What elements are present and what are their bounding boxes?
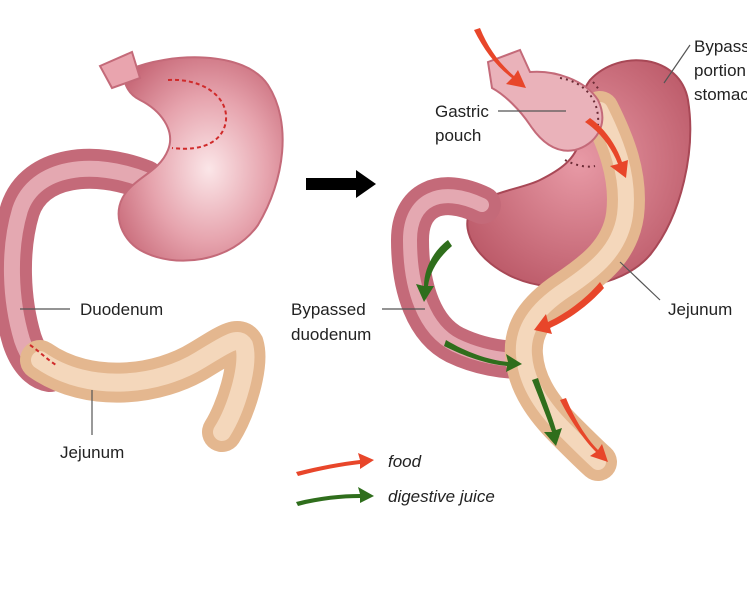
stomach [117, 56, 284, 262]
legend-juice-label: digestive juice [388, 487, 495, 506]
food-flow-arrows [474, 28, 628, 462]
label-bypassed-duodenum-line2: duodenum [291, 325, 371, 344]
esophagus [98, 50, 142, 90]
pouch-cut-line [167, 78, 228, 150]
legend-food-arrow [296, 453, 374, 476]
legend-juice-arrow [296, 487, 374, 506]
label-gastric-pouch-line1: Gastric [435, 102, 489, 121]
label-bypassed-duodenum-line1: Bypassed [291, 300, 366, 319]
duodenum-jejunum-junction [29, 344, 57, 366]
transition-arrow [306, 170, 376, 198]
label-gastric-pouch-line2: pouch [435, 126, 481, 145]
label-bypassed-stomach-line2: portion of [694, 61, 747, 80]
staple-line-pouch [559, 77, 600, 126]
label-jejunum-left: Jejunum [60, 443, 124, 462]
legend-food-label: food [388, 452, 422, 471]
juice-flow-arrows [416, 240, 562, 446]
label-bypassed-stomach-line3: stomach [694, 85, 747, 104]
label-bypassed-stomach-line1: Bypassed [694, 37, 747, 56]
legend: food digestive juice [296, 452, 495, 506]
normal-anatomy [0, 50, 284, 452]
gastric-pouch [486, 48, 604, 152]
label-duodenum: Duodenum [80, 300, 163, 319]
label-jejunum-right: Jejunum [668, 300, 732, 319]
